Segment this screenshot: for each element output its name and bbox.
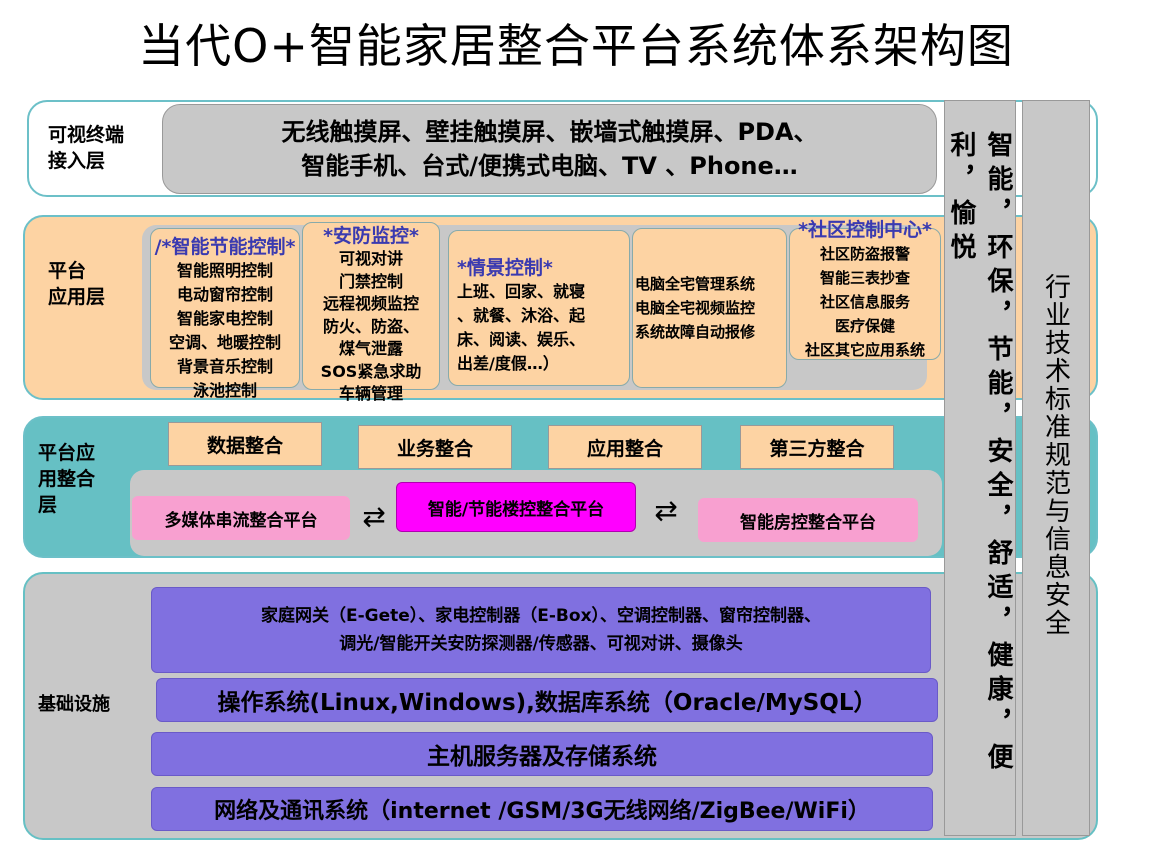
standards-column: 行业技术标准规范与信息安全: [1022, 100, 1090, 836]
network-row-text: 网络及通讯系统（internet /GSM/3G无线网络/ZigBee/WiFi…: [214, 799, 870, 824]
network-row: 网络及通讯系统（internet /GSM/3G无线网络/ZigBee/WiFi…: [151, 787, 933, 831]
devices-row-text: 家庭网关（E-Gete）、家电控制器（E-Box）、空调控制器、窗帘控制器、 调…: [260, 606, 822, 654]
room-control-platform: 智能房控整合平台: [698, 498, 918, 542]
pc-management-body: 电脑全宅管理系统 电脑全宅视频监控 系统故障自动报修: [635, 275, 756, 341]
energy-control-card: /*智能节能控制* 智能照明控制 电动窗帘控制 智能家电控制 空调、地暖控制 背…: [150, 228, 300, 400]
infrastructure-layer-label: 基础设施: [38, 694, 110, 715]
energy-control-title: /*智能节能控制*: [154, 236, 296, 258]
integration-layer-label: 平台应 用整合 层: [38, 442, 96, 516]
terminal-layer-label: 可视终端 接入层: [48, 124, 125, 172]
security-monitor-body: 可视对讲 门禁控制 远程视频监控 防火、防盗、 煤气泄露 SOS紧急求助 车辆管…: [320, 249, 422, 403]
energy-control-body: 智能照明控制 电动窗帘控制 智能家电控制 空调、地暖控制 背景音乐控制 泳池控制: [168, 261, 281, 400]
os-database-row-text: 操作系统(Linux,Windows),数据库系统（Oracle/MySQL）: [217, 690, 877, 716]
community-center-card: *社区控制中心* 社区防盗报警 智能三表抄查 社区信息服务 医疗保健 社区其它应…: [789, 219, 941, 360]
devices-row: 家庭网关（E-Gete）、家电控制器（E-Box）、空调控制器、窗帘控制器、 调…: [151, 587, 931, 673]
community-center-body: 社区防盗报警 智能三表抄查 社区信息服务 医疗保健 社区其它应用系统: [804, 245, 925, 359]
left-bidirectional-arrow: ⇄: [362, 500, 386, 533]
application-integration-tag: 应用整合: [548, 425, 702, 469]
data-integration-tag: 数据整合: [168, 422, 322, 466]
community-center-title: *社区控制中心*: [798, 219, 932, 241]
terminal-devices-box: 无线触摸屏、壁挂触摸屏、嵌墙式触摸屏、PDA、 智能手机、台式/便携式电脑、TV…: [162, 104, 937, 194]
multimedia-platform: 多媒体串流整合平台: [132, 496, 350, 540]
server-storage-row: 主机服务器及存储系统: [151, 732, 933, 776]
building-control-platform: 智能/节能楼控整合平台: [396, 482, 636, 532]
scene-control-body: 上班、回家、就寝 、就餐、沐浴、起 床、阅读、娱乐、 出差/度假…）: [457, 282, 586, 373]
standards-column-text: 行业技术标准规范与信息安全: [1040, 273, 1071, 637]
third-party-integration-tag: 第三方整合: [740, 425, 894, 469]
scene-control-card: *情景控制* 上班、回家、就寝 、就餐、沐浴、起 床、阅读、娱乐、 出差/度假……: [448, 230, 630, 386]
values-column-text: 智能，环保，节能，安全，舒适，健康，便利，愉悦: [946, 131, 1013, 777]
right-bidirectional-arrow: ⇄: [654, 494, 678, 527]
os-database-row: 操作系统(Linux,Windows),数据库系统（Oracle/MySQL）: [156, 678, 938, 722]
platform-app-layer-label: 平台 应用层: [48, 260, 106, 308]
security-monitor-card: *安防监控* 可视对讲 门禁控制 远程视频监控 防火、防盗、 煤气泄露 SOS紧…: [302, 222, 440, 403]
pc-management-card: 电脑全宅管理系统 电脑全宅视频监控 系统故障自动报修: [632, 228, 787, 388]
security-monitor-title: *安防监控*: [323, 225, 419, 247]
scene-control-title: *情景控制*: [457, 257, 553, 279]
business-integration-tag: 业务整合: [358, 425, 512, 469]
terminal-devices-text: 无线触摸屏、壁挂触摸屏、嵌墙式触摸屏、PDA、 智能手机、台式/便携式电脑、TV…: [281, 118, 818, 180]
page-title: 当代O+智能家居整合平台系统体系架构图: [138, 19, 1014, 73]
server-storage-row-text: 主机服务器及存储系统: [427, 744, 657, 770]
values-column: 智能，环保，节能，安全，舒适，健康，便利，愉悦: [944, 100, 1016, 836]
